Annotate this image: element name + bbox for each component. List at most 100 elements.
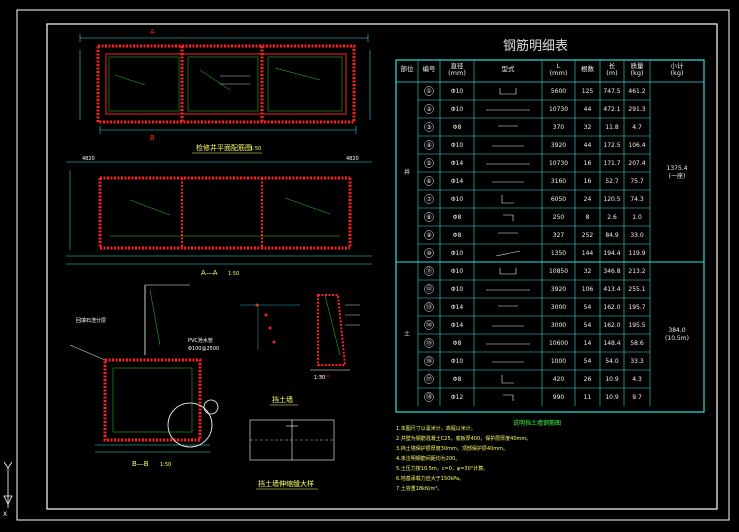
table-count: 54: [584, 304, 592, 311]
table-header-cell: 小计: [671, 61, 685, 70]
table-row-number: ⑨: [426, 232, 431, 239]
table-count: 54: [584, 358, 592, 365]
table-header-cell: 质量: [631, 61, 645, 70]
table-row-number-circle: [424, 104, 434, 114]
table-weight: 58.6: [630, 340, 644, 347]
table-footer-label: 说明挡土墙钢筋图: [513, 419, 561, 427]
table-row-number-circle: [424, 320, 434, 330]
table-diameter: Φ8: [453, 340, 462, 347]
table-count: 106: [582, 286, 594, 293]
note-line: 4.未注明钢筋间距均为200。: [396, 455, 460, 462]
table-row-number: ⑫: [426, 285, 432, 293]
table-header-cell: (mm): [550, 69, 568, 77]
table-weight: 33.0: [630, 232, 644, 239]
table-length: 6050: [551, 196, 566, 203]
table-subtotal: (10.5m): [665, 335, 689, 342]
table-total-length: 52.7: [605, 178, 619, 185]
table-diameter: Φ8: [453, 214, 462, 221]
table-header-cell: 编号: [423, 64, 437, 73]
table-diameter: Φ14: [451, 304, 464, 311]
table-length: 3000: [551, 322, 566, 329]
table-count: 252: [582, 232, 594, 239]
table-weight: 461.2: [628, 88, 645, 95]
table-row-number: ⑮: [426, 339, 432, 347]
ucs-label: X: [3, 511, 7, 518]
table-diameter: Φ8: [453, 376, 462, 383]
outer-frame: [16, 9, 730, 521]
note-line: 6.地基承载力应大于150kPa。: [396, 475, 464, 482]
table-row-number-circle: [424, 302, 434, 312]
table-header-cell: (m): [606, 69, 617, 77]
plan-view: A B 检修井平面配筋图 1:50: [79, 28, 371, 154]
table-header-cell: (kg): [631, 69, 644, 77]
table-header-cell: 型式: [502, 64, 516, 73]
section-bb-title: B—B: [132, 460, 149, 468]
table-diameter: Φ8: [453, 232, 462, 239]
wall-detail-view: 1:30 挡土墙 挡土墙伸缩缝大样: [240, 294, 360, 490]
table-total-length: 172.5: [603, 142, 620, 149]
table-length: 3000: [551, 304, 566, 311]
table-row-number: ⑱: [426, 393, 432, 401]
table-count: 125: [582, 88, 594, 95]
table-header-cell: (mm): [448, 69, 466, 77]
table-length: 990: [553, 394, 565, 401]
table-row-number-circle: [424, 122, 434, 132]
table-length: 5600: [551, 88, 566, 95]
notes-block: 1.本图尺寸以毫米计，高程以米计。2.井壁为钢筋混凝土C25，底板厚400，保护…: [396, 425, 531, 492]
table-row-number-circle: [424, 392, 434, 402]
table-length: 1350: [551, 250, 566, 257]
dim-1-30: 1:30: [314, 375, 325, 381]
table-length: 3920: [551, 286, 566, 293]
table-diameter: Φ8: [453, 124, 462, 131]
table-header-cell: (kg): [671, 69, 684, 77]
section-aa-view: 4820 4820 A—A 1:50: [66, 156, 372, 277]
table-weight: 9.7: [632, 394, 642, 401]
section-bb-view: 回填石渣分层 PVC泄水管 Φ100@2500 B—B 1:50: [69, 284, 219, 468]
table-length: 1000: [551, 358, 566, 365]
table-total-length: 194.4: [603, 250, 620, 257]
table-total-length: 472.1: [603, 106, 620, 113]
table-row-number-circle: [424, 284, 434, 294]
table-length: 327: [553, 232, 565, 239]
table-total-length: 148.4: [603, 340, 620, 347]
table-weight: 255.1: [628, 286, 645, 293]
table-row-number-circle: [424, 356, 434, 366]
table-weight: 74.3: [630, 196, 644, 203]
table-total-length: 10.9: [605, 376, 619, 383]
table-length: 420: [553, 376, 565, 383]
table-weight: 4.3: [632, 376, 642, 383]
rebar-shape-sketch: [503, 394, 514, 401]
table-row-number: ①: [426, 88, 431, 95]
dim-4820-left: 4820: [82, 156, 95, 162]
table-total-length: 10.9: [605, 394, 619, 401]
table-total-length: 747.5: [603, 88, 620, 95]
table-weight: 33.3: [630, 358, 644, 365]
section-aa-title: A—A: [201, 269, 218, 277]
table-row-number: ④: [426, 142, 431, 149]
table-count: 32: [584, 268, 592, 275]
table-row-number: ⑦: [426, 196, 432, 203]
table-row-number-circle: [424, 248, 434, 258]
table-length: 3920: [551, 142, 566, 149]
table-total-length: 120.5: [603, 196, 620, 203]
table-length: 10730: [549, 106, 568, 113]
table-diameter: Φ10: [451, 142, 464, 149]
table-row-number: ⑧: [426, 214, 431, 221]
table-row-number-circle: [424, 212, 434, 222]
table-weight: 1.0: [632, 214, 642, 221]
table-diameter: Φ12: [451, 394, 464, 401]
wall-title: 挡土墙: [272, 395, 293, 404]
table-row-number-circle: [424, 140, 434, 150]
note-line: 2.井壁为钢筋混凝土C25，底板厚400，保护层厚度40mm。: [396, 435, 531, 442]
table-weight: 195.5: [628, 322, 645, 329]
section-marker-a-top: A: [150, 28, 155, 36]
table-length: 3160: [551, 178, 566, 185]
table-row-number-circle: [424, 374, 434, 384]
table-group-label: 井: [404, 168, 410, 176]
table-weight: 213.2: [628, 268, 645, 275]
table-count: 24: [584, 196, 592, 203]
rebar-shape-sketch: [501, 375, 514, 384]
table-total-length: 413.4: [603, 286, 620, 293]
note-line: 5.土压力按10.5m，c=0，φ=30°计算。: [396, 465, 488, 472]
table-total-length: 346.8: [603, 268, 620, 275]
